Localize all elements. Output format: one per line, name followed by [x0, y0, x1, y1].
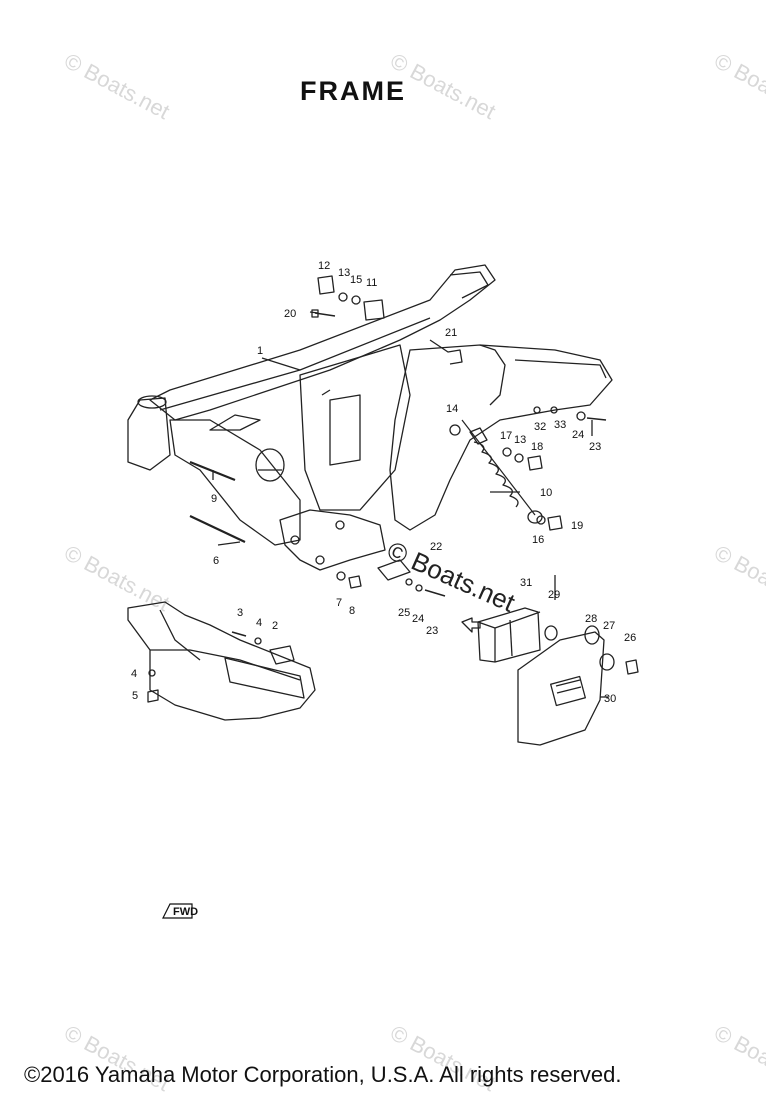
engine-mount-bracket: [279, 509, 386, 571]
steering-head: [127, 397, 171, 471]
callout-label: 27: [603, 620, 615, 632]
callout-label: 17: [500, 430, 512, 442]
callout-label: 33: [554, 419, 566, 431]
long-bolt-6: [189, 515, 246, 543]
callout-label: 20: [284, 308, 296, 320]
side-cover: [517, 631, 605, 746]
callout-label: 18: [531, 441, 543, 453]
fwd-badge: FWD: [162, 903, 198, 919]
callout-label: 3: [237, 607, 243, 619]
callout-label: 23: [426, 625, 438, 637]
callout-label: 6: [213, 555, 219, 567]
callout-label: 30: [604, 693, 616, 705]
callout-label: 13: [338, 267, 350, 279]
page-title: FRAME: [300, 76, 406, 106]
callout-label: 4: [256, 617, 262, 629]
callout-label: 24: [412, 613, 424, 625]
frame-center-section: [299, 344, 411, 511]
frame-down-section: [169, 419, 301, 546]
tool-box: [477, 607, 541, 663]
callout-label: 7: [336, 597, 342, 609]
footrest-stand: [127, 601, 316, 721]
callout-label: 19: [571, 520, 583, 532]
callout-label: 12: [318, 260, 330, 272]
callout-label: 11: [366, 277, 377, 289]
callout-label: 9: [211, 493, 217, 505]
callout-label: 15: [350, 274, 362, 286]
callout-label: 26: [624, 632, 636, 644]
callout-label: 23: [589, 441, 601, 453]
callout-label: 16: [532, 534, 544, 546]
callout-label: 8: [349, 605, 355, 617]
arrow-icon: [461, 617, 481, 633]
callout-label: 13: [514, 434, 526, 446]
callout-label: 29: [548, 589, 560, 601]
callout-label: 2: [272, 620, 278, 632]
rear-fender-frame: [389, 344, 613, 531]
callout-label: 1: [257, 345, 263, 357]
callout-label: 25: [398, 607, 410, 619]
callout-label: 4: [131, 668, 137, 680]
callout-label: 14: [446, 403, 458, 415]
callout-label: 5: [132, 690, 138, 702]
callout-label: 31: [520, 577, 532, 589]
callout-labels: 1 2 3 4 4 5 6 7 8 9 10 11 12 13 13 14 15…: [131, 260, 636, 705]
callout-label: 24: [572, 429, 584, 441]
callout-label: 21: [445, 327, 457, 339]
callout-label: 10: [540, 487, 552, 499]
callout-label: 32: [534, 421, 546, 433]
copyright-notice: ©2016 Yamaha Motor Corporation, U.S.A. A…: [24, 1062, 622, 1087]
callout-label: 22: [430, 541, 442, 553]
frame-main-tube: [149, 264, 496, 421]
fwd-label: FWD: [173, 906, 198, 918]
rear-shock-absorber: [461, 419, 543, 524]
callout-label: 28: [585, 613, 597, 625]
